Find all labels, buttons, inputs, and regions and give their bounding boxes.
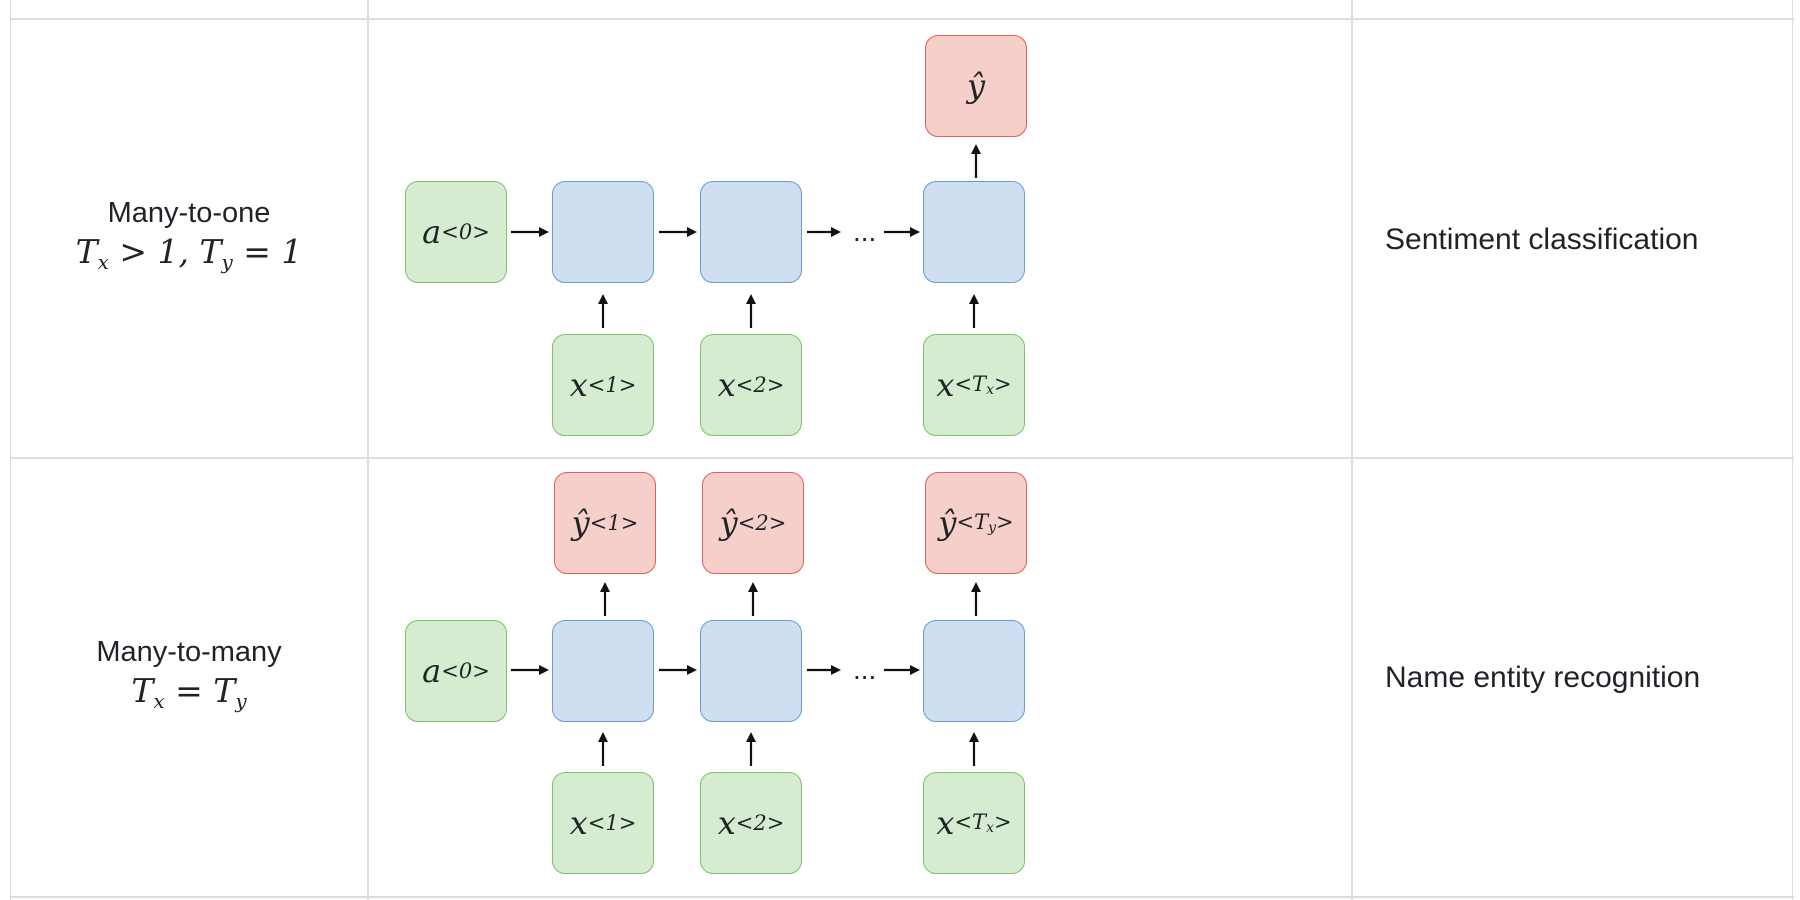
input-box: x<2> — [700, 334, 802, 436]
output-box: ŷ<2> — [702, 472, 804, 574]
row-divider — [11, 457, 1794, 459]
rnn-cell-box — [923, 620, 1025, 722]
rnn-cell-box — [923, 181, 1025, 283]
arrow-up-icon — [971, 582, 981, 616]
ellipsis: ... — [853, 216, 877, 247]
row-divider — [11, 18, 1794, 20]
arrow-up-icon — [598, 732, 608, 766]
arrow-up-icon — [746, 294, 756, 328]
arrow-right-icon — [511, 227, 549, 237]
arrow-right-icon — [511, 665, 549, 675]
row-type-cell: Many-to-many Tx = Ty — [11, 634, 367, 722]
output-box: ŷ — [925, 35, 1027, 137]
arrow-up-icon — [969, 732, 979, 766]
type-name: Many-to-many — [96, 636, 282, 668]
arrow-up-icon — [971, 144, 981, 178]
input-box: x<Tx> — [923, 772, 1025, 874]
arrow-right-icon — [807, 665, 841, 675]
row-divider — [11, 896, 1794, 898]
example-label: Name entity recognition — [1385, 661, 1701, 694]
ellipsis: ... — [853, 654, 877, 685]
initial-activation-box: a<0> — [405, 181, 507, 283]
type-condition: Tx = Ty — [131, 671, 247, 713]
column-divider — [1351, 0, 1353, 900]
input-box: x<1> — [552, 334, 654, 436]
initial-activation-box: a<0> — [405, 620, 507, 722]
arrow-right-icon — [807, 227, 841, 237]
arrow-up-icon — [600, 582, 610, 616]
type-name: Many-to-one — [107, 197, 271, 229]
output-box: ŷ<Ty> — [925, 472, 1027, 574]
rnn-cell-box — [700, 181, 802, 283]
arrow-right-icon — [659, 665, 697, 675]
output-box: ŷ<1> — [554, 472, 656, 574]
arrow-up-icon — [598, 294, 608, 328]
rnn-cell-box — [700, 620, 802, 722]
column-divider — [367, 0, 369, 900]
rnn-cell-box — [552, 181, 654, 283]
arrow-right-icon — [884, 665, 920, 675]
arrow-up-icon — [969, 294, 979, 328]
arrow-right-icon — [659, 227, 697, 237]
input-box: x<2> — [700, 772, 802, 874]
type-condition: Tx > 1, Ty = 1 — [75, 232, 303, 274]
input-box: x<Tx> — [923, 334, 1025, 436]
arrow-right-icon — [884, 227, 920, 237]
rnn-architecture-table: Many-to-one Tx > 1, Ty = 1 Sentiment cla… — [10, 0, 1794, 900]
row-type-cell: Many-to-one Tx > 1, Ty = 1 — [11, 195, 367, 283]
input-box: x<1> — [552, 772, 654, 874]
arrow-up-icon — [746, 732, 756, 766]
example-label: Sentiment classification — [1385, 223, 1699, 256]
arrow-up-icon — [748, 582, 758, 616]
rnn-cell-box — [552, 620, 654, 722]
